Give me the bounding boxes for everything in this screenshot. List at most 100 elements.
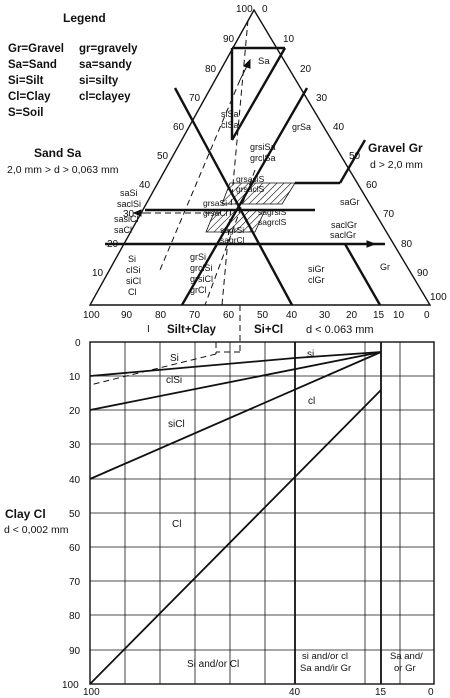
arrows <box>132 58 377 248</box>
zone-label: si and/or cl <box>302 651 348 662</box>
legend-title: Legend <box>63 11 106 25</box>
gravel-axis-title: Gravel Gr <box>368 141 423 155</box>
bottom-tick: 90 <box>121 310 133 321</box>
legend-item: Cl=Clay <box>8 91 51 103</box>
y-tick: 80 <box>69 611 81 622</box>
right-tick: 60 <box>366 180 378 191</box>
zone-label: Sa <box>258 56 270 67</box>
dashed-helper-lines <box>145 19 256 353</box>
bottom-tick: 60 <box>223 310 235 321</box>
legend-item: sa=sandy <box>79 59 132 71</box>
zone-label: saclSi <box>117 199 141 209</box>
zone-label: clGr <box>308 275 325 285</box>
right-tick: 40 <box>333 122 345 133</box>
left-tick: 10 <box>92 268 104 279</box>
zone-label: clSi <box>166 375 182 386</box>
zone-label: grSa <box>292 122 311 132</box>
silt-clay-title: Silt+Clay <box>167 324 217 336</box>
chart-dashed-lines <box>89 342 217 386</box>
right-tick: 90 <box>417 268 429 279</box>
y-tick: 10 <box>69 372 81 383</box>
y-tick: 30 <box>69 440 81 451</box>
zone-label: saSi <box>120 188 138 198</box>
si-cl-range: d < 0.063 mm <box>306 324 374 336</box>
zone-label: siSa <box>221 109 239 119</box>
plasticity-labels: Clay Cl d < 0,002 mm 0 10 20 30 40 50 60… <box>4 338 434 698</box>
y-tick: 50 <box>69 509 81 520</box>
sand-axis-title: Sand Sa <box>34 146 82 160</box>
legend-item: si=silty <box>79 75 119 87</box>
zone-label: Cl <box>128 287 137 297</box>
hatched-zone <box>221 182 296 205</box>
zone-label: grsaclS <box>236 184 265 194</box>
ternary-triangle <box>88 8 432 353</box>
right-tick: 50 <box>349 151 361 162</box>
x-tick: 0 <box>428 687 434 698</box>
apex-label: 100 <box>236 4 253 15</box>
bottom-tick: 20 <box>346 310 358 321</box>
zone-label: Cl <box>172 519 181 530</box>
zone-label: Si <box>170 353 179 364</box>
legend-item: Sa=Sand <box>8 59 57 71</box>
zone-label: grsaSi <box>203 198 227 208</box>
legend-item: cl=clayey <box>79 91 131 103</box>
bottom-tick: 70 <box>189 310 201 321</box>
zone-label: sagrCl <box>220 235 245 245</box>
y-tick: 90 <box>69 646 81 657</box>
bottom-marker: I <box>147 324 150 335</box>
zone-label: saCl <box>114 225 132 235</box>
legend-item: Gr=Gravel <box>8 43 64 55</box>
y-tick: 60 <box>69 543 81 554</box>
zone-label: sasiCl <box>114 214 139 224</box>
zone-label: Si and/or Cl <box>187 659 239 670</box>
left-tick: 30 <box>123 209 135 220</box>
right-tick: 80 <box>401 239 413 250</box>
zone-label: Gr <box>380 262 390 272</box>
legend: Legend Gr=Gravel Sa=Sand Si=Silt Cl=Clay… <box>8 11 138 119</box>
triangle-titles: Sand Sa 2,0 mm > d > 0,063 mm Gravel Gr … <box>7 141 423 336</box>
zone-label: siCl <box>126 276 141 286</box>
left-tick: 20 <box>107 239 119 250</box>
chart-boundaries <box>89 342 382 685</box>
zone-label: siCl <box>168 419 185 430</box>
clay-axis-title: Clay Cl <box>5 507 46 521</box>
sand-axis-range: 2,0 mm > d > 0,063 mm <box>7 164 119 176</box>
bottom-tick: 40 <box>286 310 298 321</box>
triangle-boundaries <box>105 46 385 306</box>
x-tick: 40 <box>289 687 301 698</box>
x-tick: 15 <box>375 687 387 698</box>
clay-axis-range: d < 0,002 mm <box>4 524 69 536</box>
left-tick: 40 <box>139 180 151 191</box>
bottom-tick: 0 <box>424 310 430 321</box>
zone-label: Sa and/ <box>390 651 423 662</box>
y-tick: 0 <box>75 338 81 349</box>
zone-label: grsiCl <box>190 274 213 284</box>
zone-label: sagrsiS <box>258 207 287 217</box>
bottom-tick: 15 <box>373 310 385 321</box>
zone-label: grsiSa <box>250 142 276 152</box>
zone-label: grclSa <box>250 153 276 163</box>
left-tick: 80 <box>205 64 217 75</box>
zone-label: si <box>307 349 314 360</box>
x-tick: 100 <box>83 687 100 698</box>
zone-label: grCl <box>190 285 207 295</box>
zone-label: grsasiS <box>236 174 265 184</box>
triangle-zone-labels: Sa siSa clSa grSa grsiSa grclSa grsasiS … <box>114 56 390 297</box>
legend-item: Si=Silt <box>8 75 44 87</box>
left-tick: 50 <box>157 151 169 162</box>
zone-label: grSi <box>190 252 206 262</box>
right-end-tick: 100 <box>430 292 447 303</box>
zone-label: cl <box>308 396 315 407</box>
right-tick: 20 <box>300 64 312 75</box>
left-tick: 70 <box>189 93 201 104</box>
bottom-tick: 100 <box>83 310 100 321</box>
legend-item: S=Soil <box>8 107 43 119</box>
bottom-tick: 80 <box>155 310 167 321</box>
triangle-ticks: 100 0 90 80 70 60 50 40 30 20 10 10 20 3… <box>83 4 447 321</box>
zone-label: clSa <box>221 120 239 130</box>
zone-label: clSi <box>126 265 141 275</box>
zone-label: Si <box>128 254 136 264</box>
right-tick: 10 <box>283 34 295 45</box>
legend-item: gr=gravely <box>79 43 138 55</box>
